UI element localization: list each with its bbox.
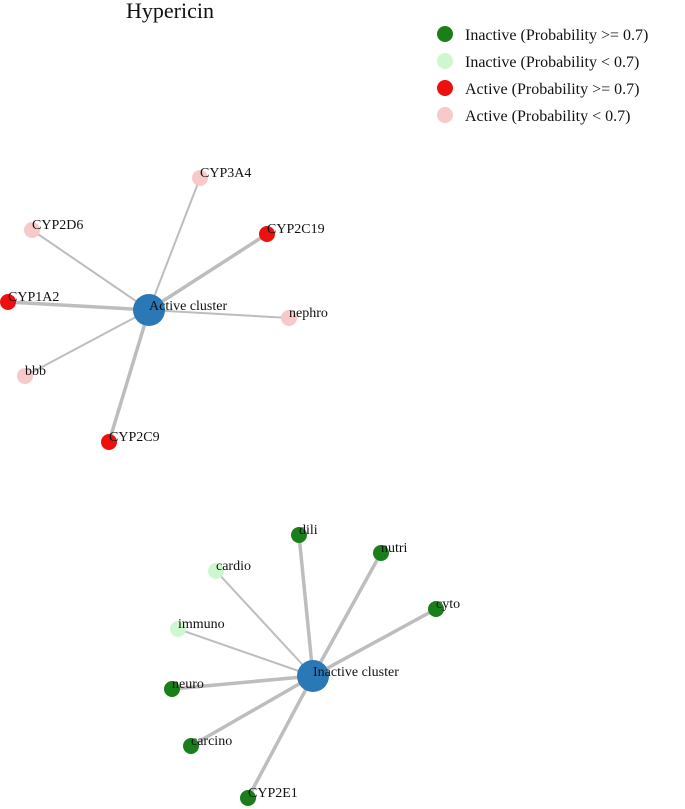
node-label-carcino: carcino bbox=[191, 734, 232, 749]
legend-label-inactive-low: Inactive (Probability < 0.7) bbox=[465, 54, 639, 71]
legend-label-active-high: Active (Probability >= 0.7) bbox=[465, 81, 639, 98]
node-label-nephro: nephro bbox=[289, 306, 328, 321]
node-cyp3a4 bbox=[192, 170, 208, 186]
edge-active-cyp2d6 bbox=[31, 229, 150, 311]
node-label-cyp2d6: CYP2D6 bbox=[32, 218, 83, 233]
node-label-bbb: bbb bbox=[25, 364, 46, 379]
edge-active-cyp2c19 bbox=[147, 232, 269, 312]
node-label-cyp2c19: CYP2C19 bbox=[267, 222, 325, 237]
node-neuro bbox=[164, 681, 180, 697]
legend-marker-active-high bbox=[437, 80, 453, 96]
node-nutri bbox=[373, 545, 389, 561]
node-label-cyp1a2: CYP1A2 bbox=[8, 290, 59, 305]
edge-inactive-carcino bbox=[189, 674, 315, 748]
edge-inactive-cardio bbox=[215, 570, 314, 677]
node-bbb bbox=[17, 368, 33, 384]
edge-active-cyp2c9 bbox=[107, 308, 151, 444]
node-cyp2c19 bbox=[259, 226, 275, 242]
legend-marker-inactive-low bbox=[437, 53, 453, 69]
node-label-cyto: cyto bbox=[436, 597, 460, 612]
cluster-node-inactive bbox=[297, 660, 329, 692]
edge-active-cyp1a2 bbox=[6, 300, 151, 312]
legend-marker-inactive-high bbox=[437, 26, 453, 42]
node-label-immuno: immuno bbox=[178, 617, 225, 632]
node-label-cardio: cardio bbox=[216, 559, 251, 574]
cluster-label-inactive: Inactive cluster bbox=[313, 665, 399, 680]
diagram-title: Hypericin bbox=[126, 0, 214, 23]
node-nephro bbox=[281, 310, 297, 326]
node-cyp2d6 bbox=[24, 222, 40, 238]
node-label-cyp3a4: CYP3A4 bbox=[200, 166, 251, 181]
legend-marker-active-low bbox=[437, 107, 453, 123]
node-label-cyp2c9: CYP2C9 bbox=[109, 430, 160, 445]
edge-inactive-immuno bbox=[177, 628, 314, 677]
edge-inactive-nutri bbox=[311, 551, 383, 678]
legend-label-inactive-high: Inactive (Probability >= 0.7) bbox=[465, 27, 648, 44]
edge-active-bbb bbox=[24, 309, 150, 377]
node-dili bbox=[291, 527, 307, 543]
cluster-node-active bbox=[133, 294, 165, 326]
node-cyp2e1 bbox=[240, 790, 256, 806]
node-cardio bbox=[208, 563, 224, 579]
node-immuno bbox=[170, 621, 186, 637]
node-carcino bbox=[183, 738, 199, 754]
edge-active-cyp3a4 bbox=[148, 177, 201, 311]
node-label-neuro: neuro bbox=[172, 677, 204, 692]
node-cyto bbox=[428, 601, 444, 617]
edge-inactive-neuro bbox=[170, 674, 315, 691]
node-label-cyp2e1: CYP2E1 bbox=[248, 786, 298, 801]
node-cyp1a2 bbox=[0, 294, 16, 310]
node-label-nutri: nutri bbox=[381, 541, 408, 556]
edge-inactive-cyp2e1 bbox=[246, 674, 315, 800]
edges-layer bbox=[6, 177, 438, 800]
node-cyp2c9 bbox=[101, 434, 117, 450]
edge-active-nephro bbox=[148, 309, 290, 319]
legend-label-active-low: Active (Probability < 0.7) bbox=[465, 108, 630, 125]
legend: Inactive (Probability >= 0.7) Inactive (P… bbox=[437, 26, 648, 125]
cluster-label-active: Active cluster bbox=[149, 299, 227, 314]
edge-inactive-cyto bbox=[311, 607, 438, 678]
node-label-dili: dili bbox=[299, 523, 318, 538]
edge-inactive-dili bbox=[297, 533, 315, 678]
